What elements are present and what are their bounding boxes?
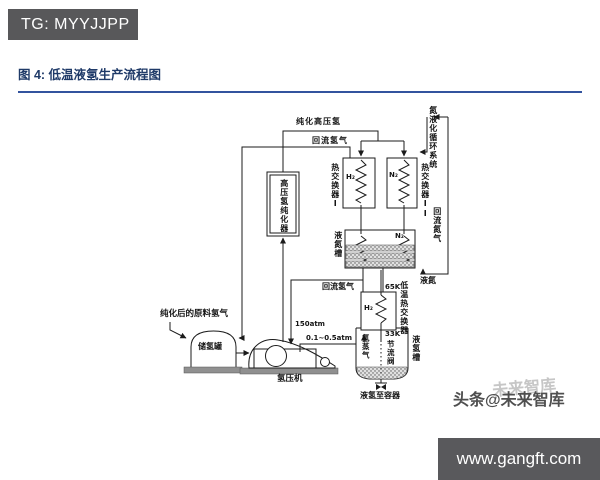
label-pressure-high: 150atm [295,320,325,328]
label-purified-hp-h2: 纯化高压氢 [296,117,341,126]
label-h2-vapor: 氢蒸气 [361,334,371,360]
compressor-body [248,338,336,369]
label-lh2-to-vessel: 液氢至容器 [360,391,400,400]
label-n2-tank-gas: N₂ [395,232,404,240]
label-lh2-tank: 液氢槽 [411,335,421,362]
site-url-banner: www.gangft.com [438,438,600,480]
label-temp-65k: 65K [385,283,401,291]
ln2-liquid-band [345,244,415,252]
label-hx1: 热交换器I [330,163,340,209]
vessel-outlet [375,379,387,384]
ln2-liquid-band [345,260,415,268]
hx1-box [342,157,376,209]
caption-underline [18,91,582,93]
label-return-n2: 回流氮气 [432,207,442,243]
tg-tag-bar: TG: MYYJJPP [8,9,138,40]
compressor-wheel-large [265,345,287,367]
label-lt-hx: 低温热交换器 [399,281,409,335]
label-hp-purifier: 高压氢纯化器 [279,179,289,233]
label-hx2: 热交换器II [420,163,430,219]
lt-hx-box [360,291,397,331]
compressor-wheel-small [320,357,330,367]
label-return-h2-mid: 回流氢气 [322,282,354,291]
label-n2-hx2: N₂ [389,171,398,179]
hx1-coil [354,159,368,204]
ln2-liquid-band [345,252,415,260]
hp-purifier-box-inner [269,174,297,234]
label-storage-tank: 储氢罐 [198,342,222,351]
outlet-valve-icon [376,384,386,390]
hx2-box [386,157,418,209]
storage-tank-shape [190,330,237,367]
compressor-frame [253,348,317,369]
lh2-liquid [356,366,408,380]
label-liquid-n2: 液氮 [420,276,436,285]
pipe-n2-feed [419,117,428,155]
storage-tank-base [183,366,243,374]
label-h2-hx1: H₂ [346,173,355,181]
lt-hx-coil [374,294,388,324]
feed-arrow [169,322,187,339]
ln2-tank-box [344,229,416,269]
label-throttle-valve: 节流阀 [386,340,396,366]
site-url: www.gangft.com [456,449,582,468]
tg-tag-label: TG: MYYJJPP [21,16,130,33]
label-pressure-low: 0.1~0.5atm [306,334,353,342]
pipe-purified-h2 [282,130,379,172]
label-ln2-tank: 液氮槽 [333,231,343,258]
pipe-return-h2-top [238,146,351,341]
label-feed-gas: 纯化后的原料氢气 [160,309,229,319]
label-n2-cycle-system: 氮液化循环系统 [428,106,438,169]
label-h2-lt-hx: H₂ [364,304,373,312]
watermark: 头条@未来智库 [453,392,565,409]
pipe-liquid-n2 [420,117,449,275]
label-temp-33k: 33K [385,330,401,338]
label-compressor: 氢压机 [277,374,303,384]
pipe-return-h2-mid [288,279,363,345]
figure-caption: 图 4: 低温液氢生产流程图 [18,68,162,82]
label-return-h2-top: 回流氢气 [312,136,348,145]
hx2-coil [397,159,411,204]
